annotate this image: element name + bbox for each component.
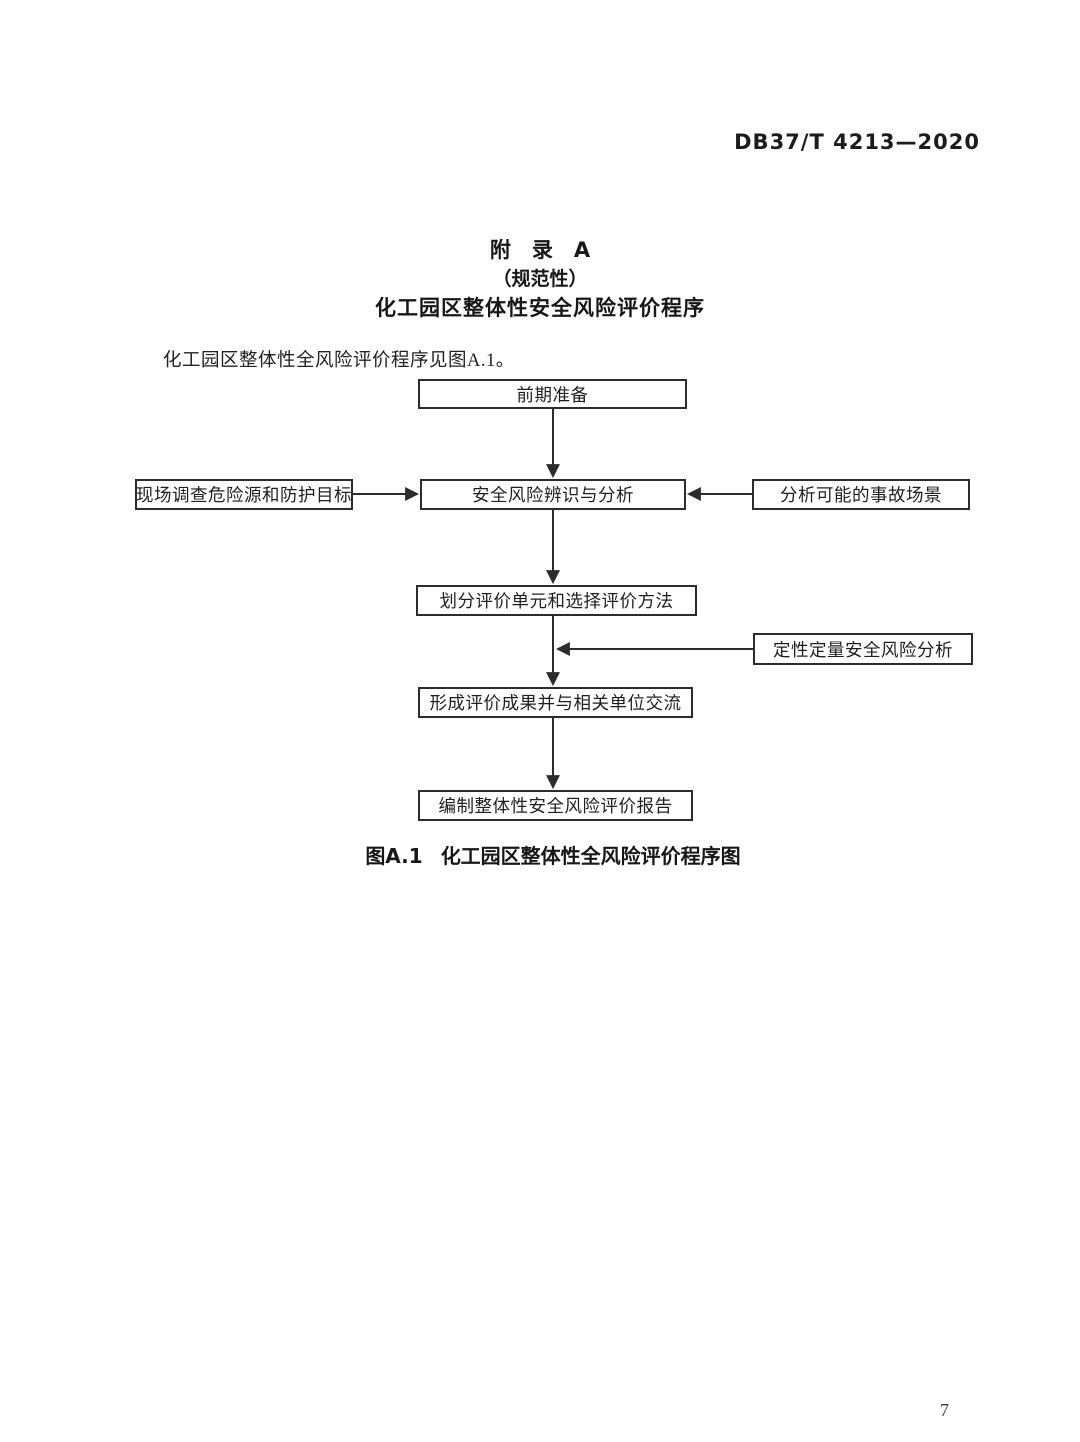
flow-node-qualitative-quantitative-analysis: 定性定量安全风险分析	[753, 633, 973, 665]
appendix-heading: 附 录 A	[489, 238, 591, 262]
appendix-subtitle: 化工园区整体性安全风险评价程序	[375, 296, 705, 320]
figure-caption-title: 化工园区整体性全风险评价程序图	[440, 844, 741, 868]
flow-node-results-exchange: 形成评价成果并与相关单位交流	[418, 687, 693, 718]
appendix-normative-label: （规范性）	[492, 268, 588, 290]
flow-node-evaluation-units: 划分评价单元和选择评价方法	[416, 585, 697, 616]
flow-node-risk-identification: 安全风险辨识与分析	[420, 479, 686, 510]
flow-node-site-survey: 现场调查危险源和防护目标	[135, 479, 353, 510]
intro-paragraph: 化工园区整体性全风险评价程序见图A.1。	[163, 351, 515, 371]
flow-node-accident-scenarios: 分析可能的事故场景	[752, 479, 970, 510]
flow-node-preparation: 前期准备	[418, 379, 687, 409]
figure-caption: 图A.1 化工园区整体性全风险评价程序图	[13, 840, 1080, 869]
figure-caption-label: 图A.1	[365, 844, 423, 868]
flow-node-final-report: 编制整体性安全风险评价报告	[418, 790, 693, 821]
page-number: 7	[940, 1400, 949, 1420]
standard-number: DB37/T 4213—2020	[734, 130, 980, 154]
